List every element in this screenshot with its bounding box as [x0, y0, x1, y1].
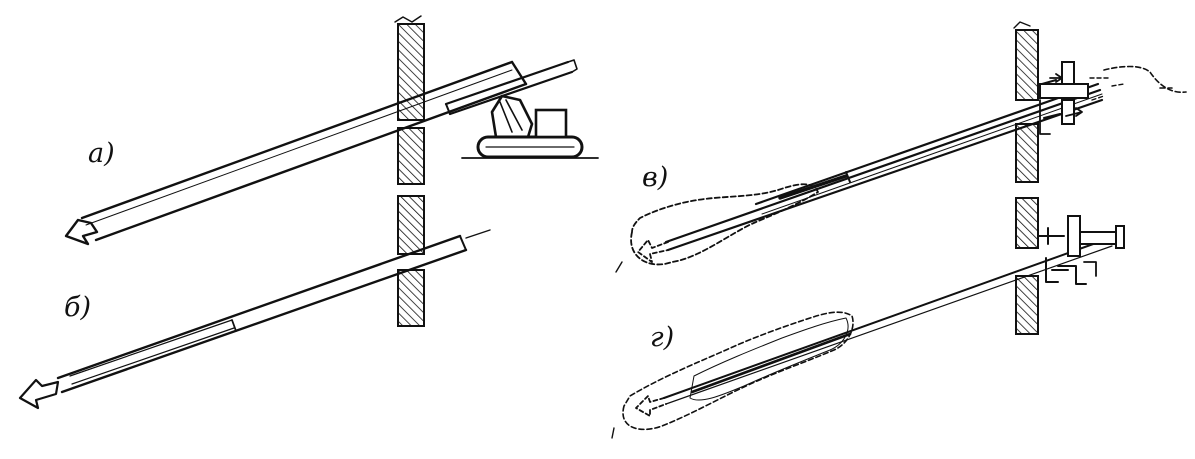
packer-icon [1039, 61, 1187, 135]
drill-rod-a [444, 59, 578, 116]
label-panel-v: в) [642, 162, 668, 193]
label-panel-g: г) [650, 322, 674, 353]
grout-icon [615, 183, 819, 273]
arrow-icon [635, 395, 667, 417]
arrow-icon [18, 378, 60, 410]
wall-b [397, 195, 425, 327]
drill-casing-a [80, 60, 528, 242]
wall-a [394, 15, 425, 185]
grout-fill [689, 317, 849, 401]
arrow-icon [637, 239, 669, 263]
rig-icon [461, 94, 599, 159]
grout-icon [611, 311, 854, 439]
anchor-rod-g [663, 237, 1113, 405]
injection-tube-v [664, 82, 1104, 252]
panel-v: в) [615, 21, 1187, 273]
wall-g [1015, 197, 1039, 335]
label-panel-a: а) [88, 138, 115, 169]
panel-a: а) [64, 15, 599, 246]
packer-icon [1037, 215, 1125, 285]
panel-g: г) [611, 197, 1125, 439]
label-panel-b: б) [64, 292, 91, 323]
panel-b: б) [18, 195, 491, 410]
wall-v [1013, 21, 1039, 183]
pipe-icon [56, 229, 491, 394]
arrow-icon [64, 218, 99, 246]
